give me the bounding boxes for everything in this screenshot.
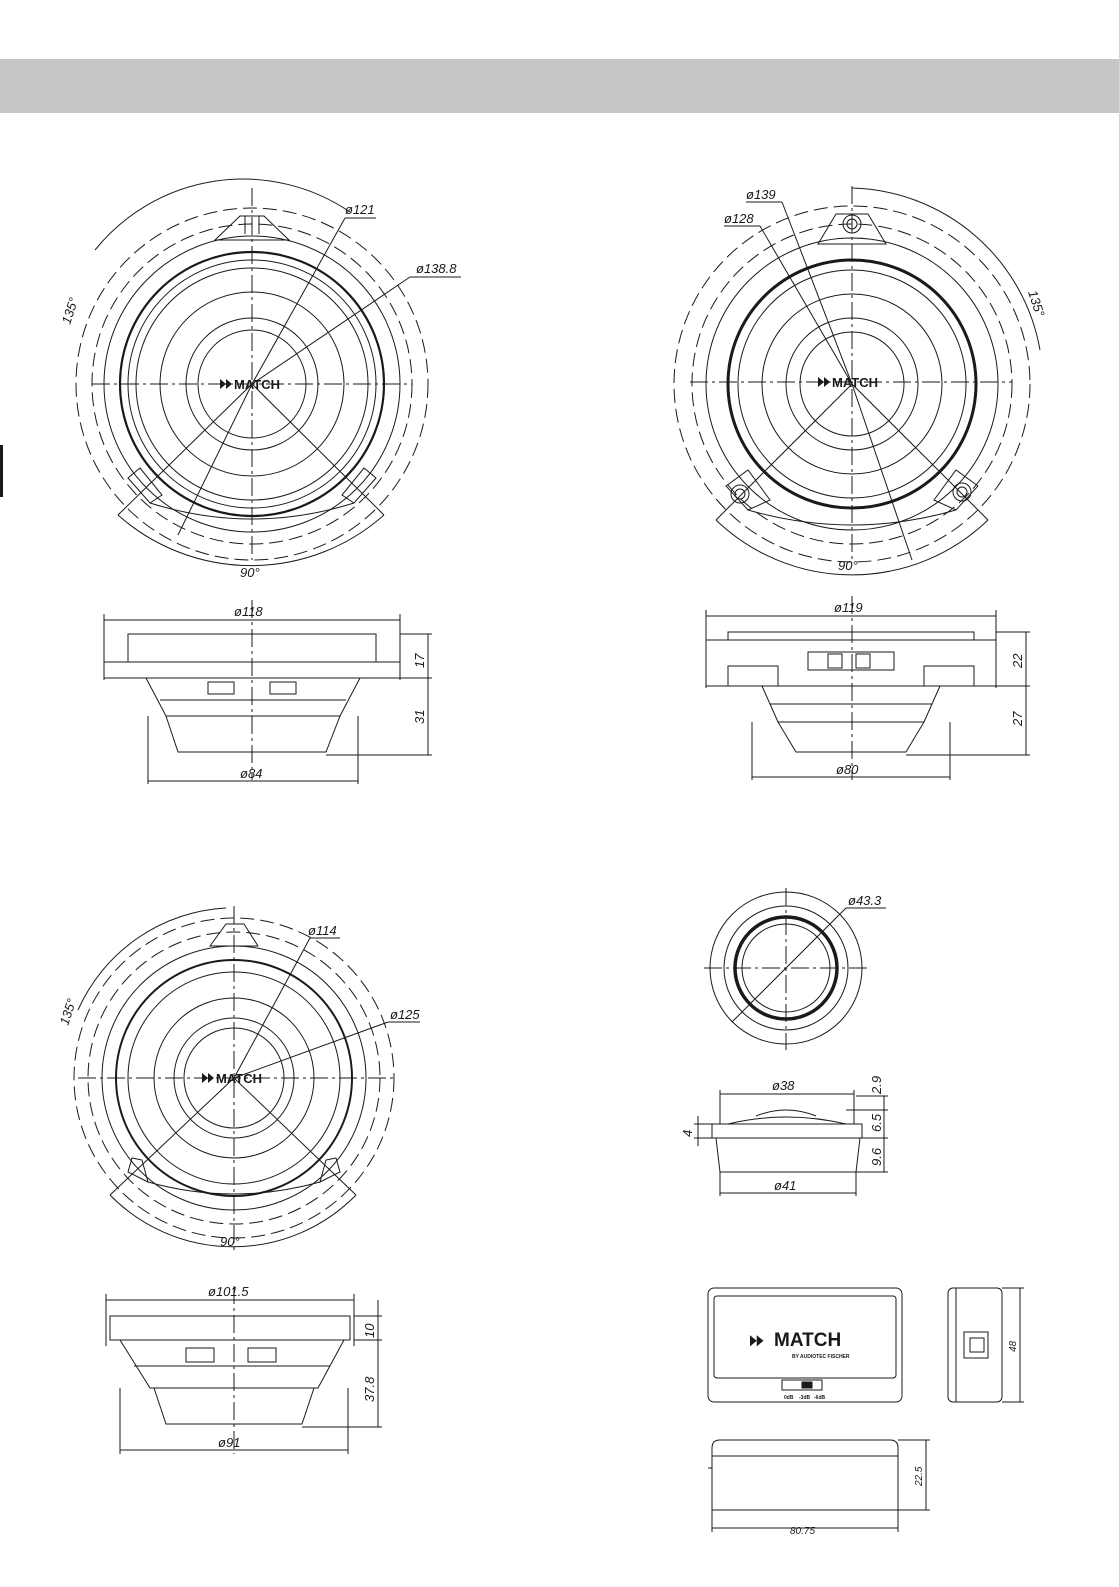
dim-label: 4 <box>680 1130 695 1137</box>
dim-label: ø84 <box>240 766 262 781</box>
dim-label: ø128 <box>724 211 754 226</box>
tweeter-front-view <box>704 888 886 1050</box>
switch-label: 0dB <box>784 1395 794 1401</box>
dim-label: 6.5 <box>869 1113 884 1132</box>
switch-label: -6dB <box>814 1395 826 1401</box>
woofer-c-side-view <box>106 1286 382 1454</box>
dim-label: 80.75 <box>790 1526 815 1537</box>
dim-label: ø114 <box>308 923 337 938</box>
dim-label: 31 <box>412 710 427 724</box>
angle-label: 90° <box>240 565 260 580</box>
angle-label: 90° <box>220 1234 240 1249</box>
logo-text: MATCH <box>216 1071 262 1086</box>
angle-label: 135° <box>57 997 80 1027</box>
dim-label: ø43.3 <box>848 893 882 908</box>
dim-label: 2.9 <box>869 1076 884 1095</box>
woofer-c-front-logo: MATCH <box>202 1071 262 1086</box>
crossover-logo: MATCH BY AUDIOTEC FISCHER <box>750 1330 850 1360</box>
woofer-b-front-logo: MATCH <box>818 375 878 390</box>
dim-label: ø125 <box>390 1007 420 1022</box>
dim-label: ø119 <box>834 600 863 615</box>
woofer-a-front-logo: MATCH <box>220 377 280 392</box>
dim-label: ø138.8 <box>416 261 457 276</box>
dim-label: ø80 <box>836 762 859 777</box>
dim-label: ø121 <box>345 202 375 217</box>
dim-label: 9.6 <box>869 1147 884 1166</box>
dim-label: 48 <box>1008 1340 1019 1352</box>
dim-label: ø101.5 <box>208 1284 249 1299</box>
switch-label: -3dB <box>799 1395 811 1401</box>
dim-label: ø139 <box>746 187 776 202</box>
dim-label: 22 <box>1010 653 1025 669</box>
woofer-a-side-view <box>104 600 432 784</box>
angle-label: 90° <box>838 558 858 573</box>
dim-label: 37.8 <box>362 1376 377 1402</box>
dim-label: 22.5 <box>914 1466 925 1487</box>
logo-text: MATCH <box>234 377 280 392</box>
dim-label: ø91 <box>218 1435 240 1450</box>
dim-label: ø38 <box>772 1078 795 1093</box>
dim-label: 10 <box>362 1323 377 1338</box>
dim-label: 27 <box>1010 711 1025 727</box>
crossover-brand: MATCH <box>774 1330 841 1351</box>
dim-label: 17 <box>412 653 427 668</box>
woofer-a-front-view <box>76 179 461 566</box>
woofer-b-side-view <box>706 596 1030 780</box>
angle-label: 135° <box>59 296 82 326</box>
logo-text: MATCH <box>832 375 878 390</box>
angle-label: 135° <box>1025 288 1048 318</box>
dim-label: ø41 <box>774 1178 796 1193</box>
crossover-side-view <box>708 1440 930 1532</box>
dim-label: ø118 <box>234 604 263 619</box>
crossover-brand-sub: BY AUDIOTEC FISCHER <box>792 1354 850 1360</box>
